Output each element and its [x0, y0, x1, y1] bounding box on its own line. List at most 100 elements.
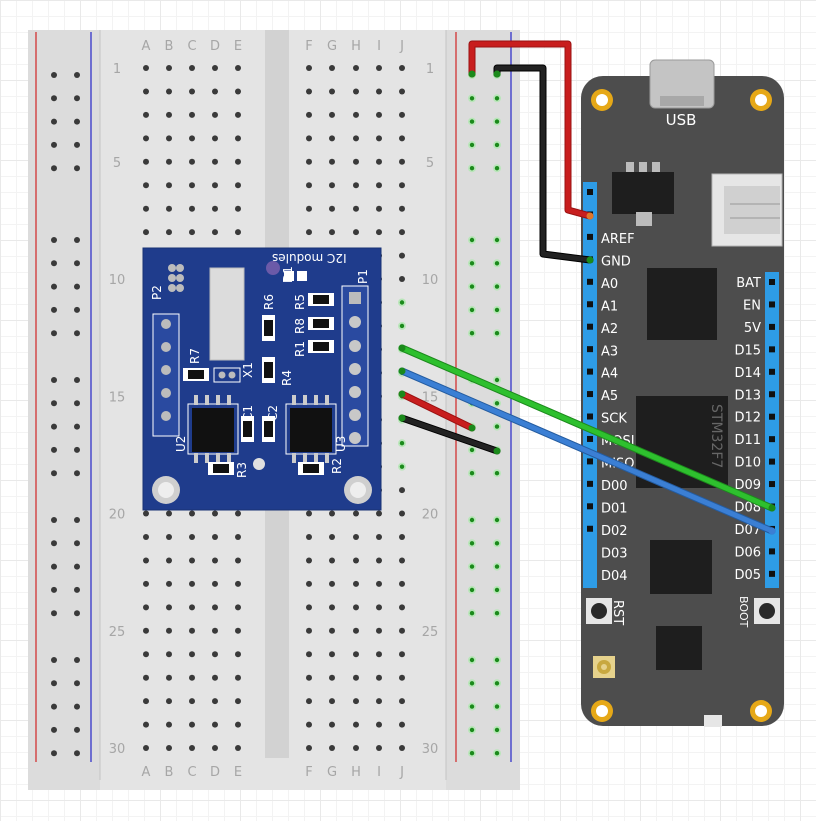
- header-pin[interactable]: [587, 278, 593, 285]
- breadboard-hole[interactable]: [189, 182, 195, 189]
- breadboard-hole[interactable]: [189, 745, 195, 752]
- header-pin[interactable]: [769, 346, 775, 353]
- breadboard-hole[interactable]: [306, 557, 312, 564]
- breadboard-hole[interactable]: [235, 205, 241, 212]
- rail-hole[interactable]: [74, 283, 80, 290]
- rail-hole[interactable]: [74, 586, 80, 593]
- breadboard-hole[interactable]: [143, 651, 149, 658]
- breadboard-hole[interactable]: [376, 721, 382, 728]
- breadboard-hole[interactable]: [166, 88, 172, 95]
- breadboard-hole[interactable]: [306, 698, 312, 705]
- breadboard-hole[interactable]: [235, 534, 241, 540]
- rail-hole[interactable]: [51, 610, 57, 617]
- breadboard-hole[interactable]: [166, 182, 172, 189]
- header-pin[interactable]: [769, 301, 775, 308]
- rail-hole[interactable]: [51, 586, 57, 593]
- breadboard-hole[interactable]: [235, 627, 241, 634]
- breadboard-hole[interactable]: [189, 627, 195, 634]
- breadboard-hole[interactable]: [329, 510, 335, 517]
- breadboard-hole[interactable]: [376, 534, 382, 540]
- rail-hole[interactable]: [51, 260, 57, 267]
- breadboard-hole[interactable]: [166, 580, 172, 587]
- rail-hole[interactable]: [51, 750, 57, 757]
- breadboard-hole[interactable]: [143, 627, 149, 634]
- breadboard-hole[interactable]: [306, 651, 312, 658]
- rail-hole[interactable]: [74, 703, 80, 710]
- breadboard-hole[interactable]: [399, 276, 405, 283]
- rail-hole[interactable]: [74, 306, 80, 313]
- breadboard-hole[interactable]: [212, 674, 218, 681]
- rail-hole[interactable]: [51, 165, 57, 172]
- breadboard-hole[interactable]: [143, 182, 149, 189]
- header-pin[interactable]: [769, 323, 775, 330]
- rail-hole[interactable]: [74, 540, 80, 547]
- breadboard-hole[interactable]: [189, 510, 195, 517]
- breadboard-hole[interactable]: [143, 557, 149, 564]
- breadboard-hole[interactable]: [376, 627, 382, 634]
- breadboard-hole[interactable]: [306, 745, 312, 752]
- breadboard-hole[interactable]: [166, 229, 172, 236]
- breadboard-hole[interactable]: [306, 65, 312, 71]
- rail-hole[interactable]: [74, 657, 80, 663]
- header-pin[interactable]: [587, 480, 593, 487]
- breadboard-hole[interactable]: [189, 158, 195, 165]
- rail-hole[interactable]: [74, 141, 80, 148]
- breadboard-hole[interactable]: [143, 135, 149, 142]
- rail-hole[interactable]: [51, 423, 57, 430]
- breadboard-hole[interactable]: [212, 557, 218, 564]
- rail-hole[interactable]: [74, 563, 80, 570]
- breadboard-hole[interactable]: [143, 580, 149, 587]
- breadboard-hole[interactable]: [212, 745, 218, 752]
- breadboard-hole[interactable]: [235, 745, 241, 752]
- breadboard-hole[interactable]: [376, 745, 382, 752]
- breadboard-hole[interactable]: [212, 182, 218, 189]
- breadboard-hole[interactable]: [399, 534, 405, 540]
- breadboard-hole[interactable]: [353, 111, 359, 118]
- breadboard-hole[interactable]: [376, 580, 382, 587]
- breadboard-hole[interactable]: [353, 674, 359, 681]
- rail-hole[interactable]: [51, 657, 57, 663]
- breadboard-hole[interactable]: [189, 698, 195, 705]
- breadboard-hole[interactable]: [399, 135, 405, 142]
- breadboard-hole[interactable]: [376, 135, 382, 142]
- breadboard-hole[interactable]: [329, 651, 335, 658]
- breadboard-hole[interactable]: [353, 158, 359, 165]
- header-pin[interactable]: [587, 233, 593, 240]
- rail-hole[interactable]: [51, 400, 57, 407]
- breadboard-hole[interactable]: [166, 135, 172, 142]
- breadboard-hole[interactable]: [306, 604, 312, 611]
- breadboard-hole[interactable]: [329, 534, 335, 540]
- rail-hole[interactable]: [51, 283, 57, 290]
- rail-hole[interactable]: [74, 400, 80, 407]
- breadboard-hole[interactable]: [376, 674, 382, 681]
- rail-hole[interactable]: [74, 377, 80, 383]
- header-pin[interactable]: [587, 525, 593, 532]
- breadboard-hole[interactable]: [376, 510, 382, 517]
- breadboard-hole[interactable]: [353, 182, 359, 189]
- header-pin[interactable]: [769, 458, 775, 465]
- breadboard-hole[interactable]: [399, 674, 405, 681]
- breadboard-hole[interactable]: [306, 182, 312, 189]
- breadboard-hole[interactable]: [143, 510, 149, 517]
- rail-hole[interactable]: [51, 141, 57, 148]
- breadboard-hole[interactable]: [353, 580, 359, 587]
- breadboard-hole[interactable]: [212, 721, 218, 728]
- breadboard-hole[interactable]: [353, 205, 359, 212]
- breadboard-hole[interactable]: [235, 674, 241, 681]
- breadboard-hole[interactable]: [143, 229, 149, 236]
- rail-hole[interactable]: [74, 72, 80, 78]
- breadboard-hole[interactable]: [329, 182, 335, 189]
- rail-hole[interactable]: [51, 470, 57, 477]
- breadboard-hole[interactable]: [306, 627, 312, 634]
- breadboard-hole[interactable]: [353, 651, 359, 658]
- breadboard-hole[interactable]: [235, 229, 241, 236]
- header-pin[interactable]: [769, 413, 775, 420]
- breadboard-hole[interactable]: [166, 111, 172, 118]
- breadboard-hole[interactable]: [166, 510, 172, 517]
- rail-hole[interactable]: [74, 517, 80, 523]
- breadboard-hole[interactable]: [306, 111, 312, 118]
- breadboard-hole[interactable]: [235, 158, 241, 165]
- breadboard-hole[interactable]: [399, 557, 405, 564]
- breadboard-hole[interactable]: [143, 745, 149, 752]
- header-pin[interactable]: [769, 570, 775, 577]
